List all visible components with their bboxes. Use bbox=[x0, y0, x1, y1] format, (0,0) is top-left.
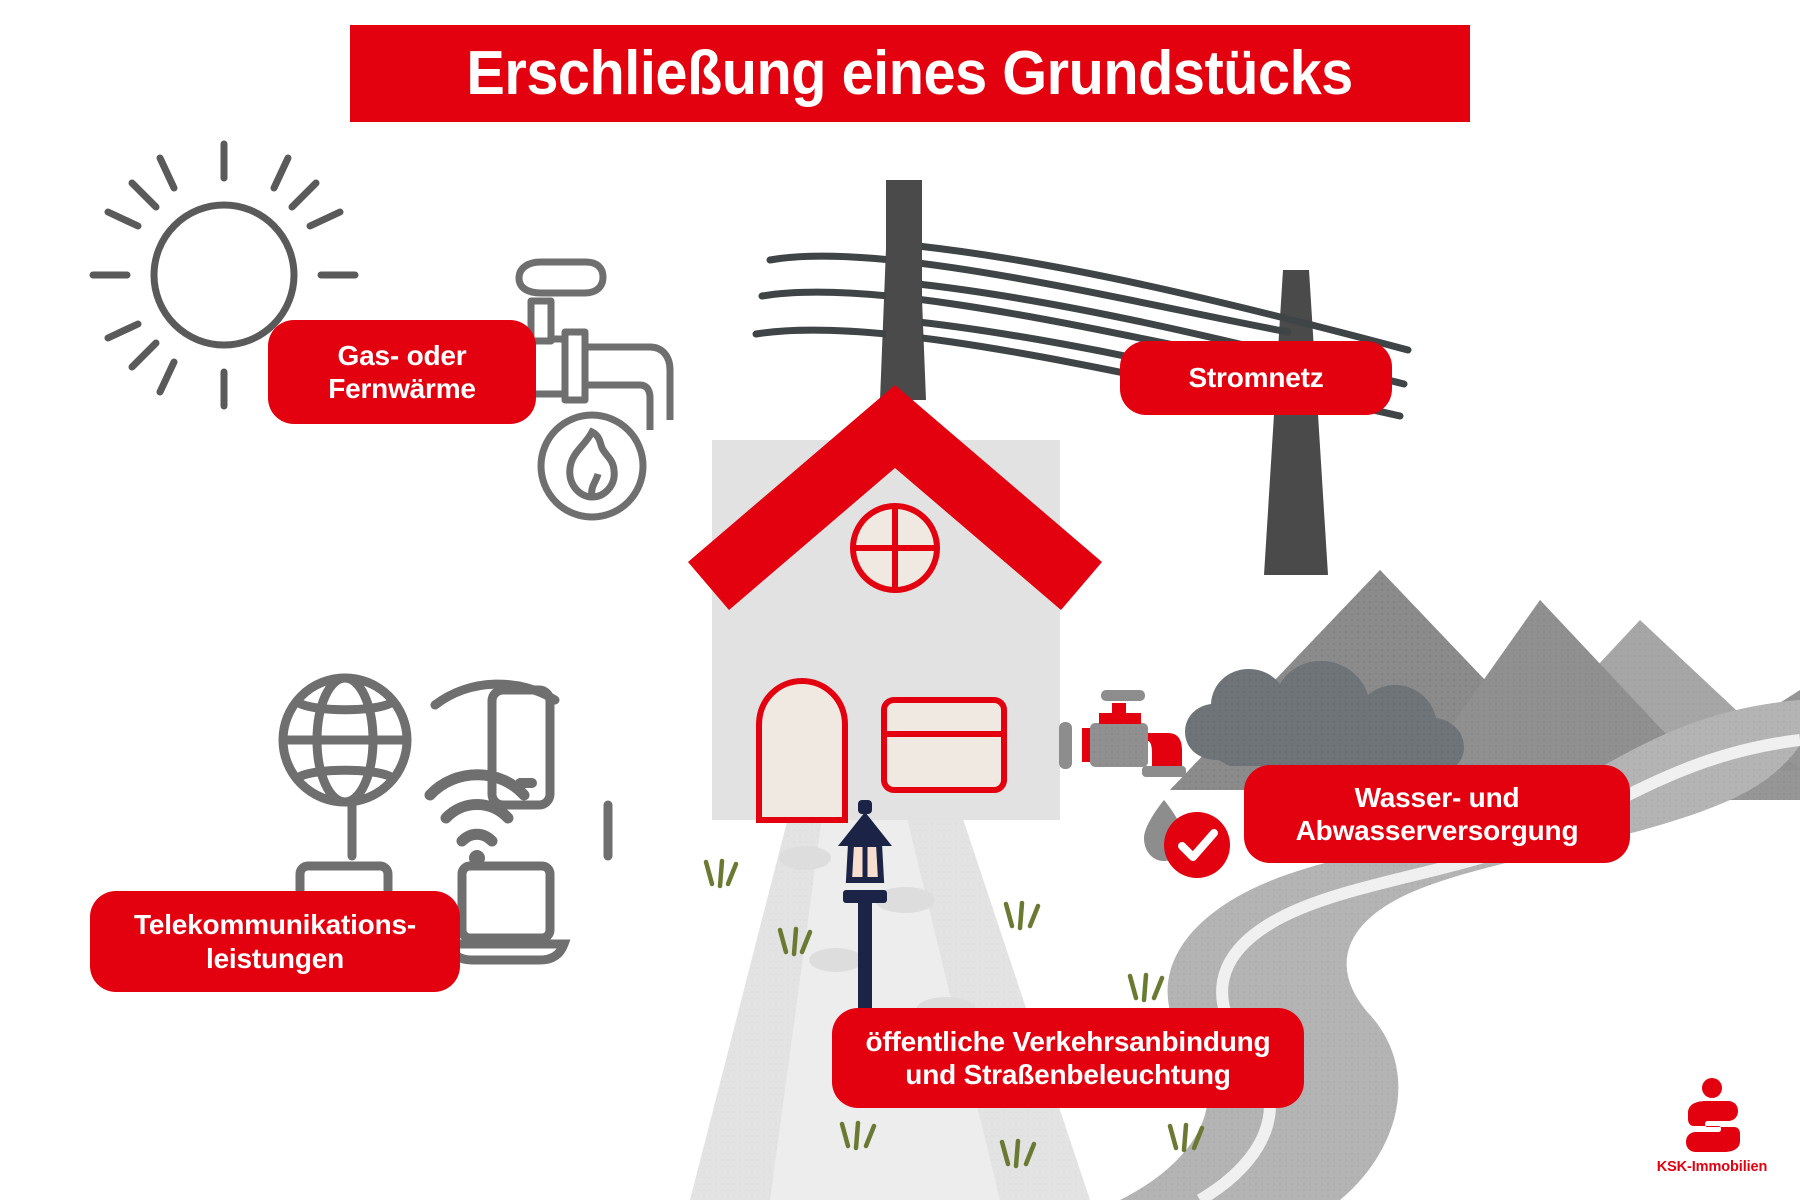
badge-gas-or-district-heating[interactable]: Gas- oder Fernwärme bbox=[268, 320, 536, 424]
check-badge-icon bbox=[1164, 812, 1230, 878]
badge-telecommunication-services[interactable]: Telekommunikations- leistungen bbox=[90, 891, 460, 992]
ksk-immobilien-logo: KSK-Immobilien bbox=[1652, 1077, 1772, 1185]
page-title: Erschließung eines Grundstücks bbox=[466, 39, 1354, 108]
badge-water-and-wastewater[interactable]: Wasser- und Abwasserversorgung bbox=[1244, 765, 1630, 863]
house-icon bbox=[688, 180, 1102, 823]
sparkasse-s-icon bbox=[1686, 1078, 1740, 1152]
badge-public-transport-and-street-lighting[interactable]: öffentliche Verkehrsanbindung und Straße… bbox=[832, 1008, 1304, 1108]
laptop-icon bbox=[441, 861, 571, 965]
footpath-icon bbox=[690, 810, 1090, 1200]
flame-circle-icon bbox=[537, 411, 647, 521]
title-banner: Erschließung eines Grundstücks bbox=[350, 25, 1470, 122]
badge-power-grid[interactable]: Stromnetz bbox=[1120, 341, 1392, 415]
water-tap-icon bbox=[1059, 690, 1186, 861]
globe-icon bbox=[278, 673, 412, 807]
grass-tuft-icon bbox=[703, 858, 1205, 1169]
cloud-icon bbox=[1185, 661, 1464, 766]
smartphone-icon bbox=[487, 685, 555, 810]
wifi-icon bbox=[424, 769, 530, 866]
logo-caption: KSK-Immobilien bbox=[1656, 1159, 1768, 1175]
